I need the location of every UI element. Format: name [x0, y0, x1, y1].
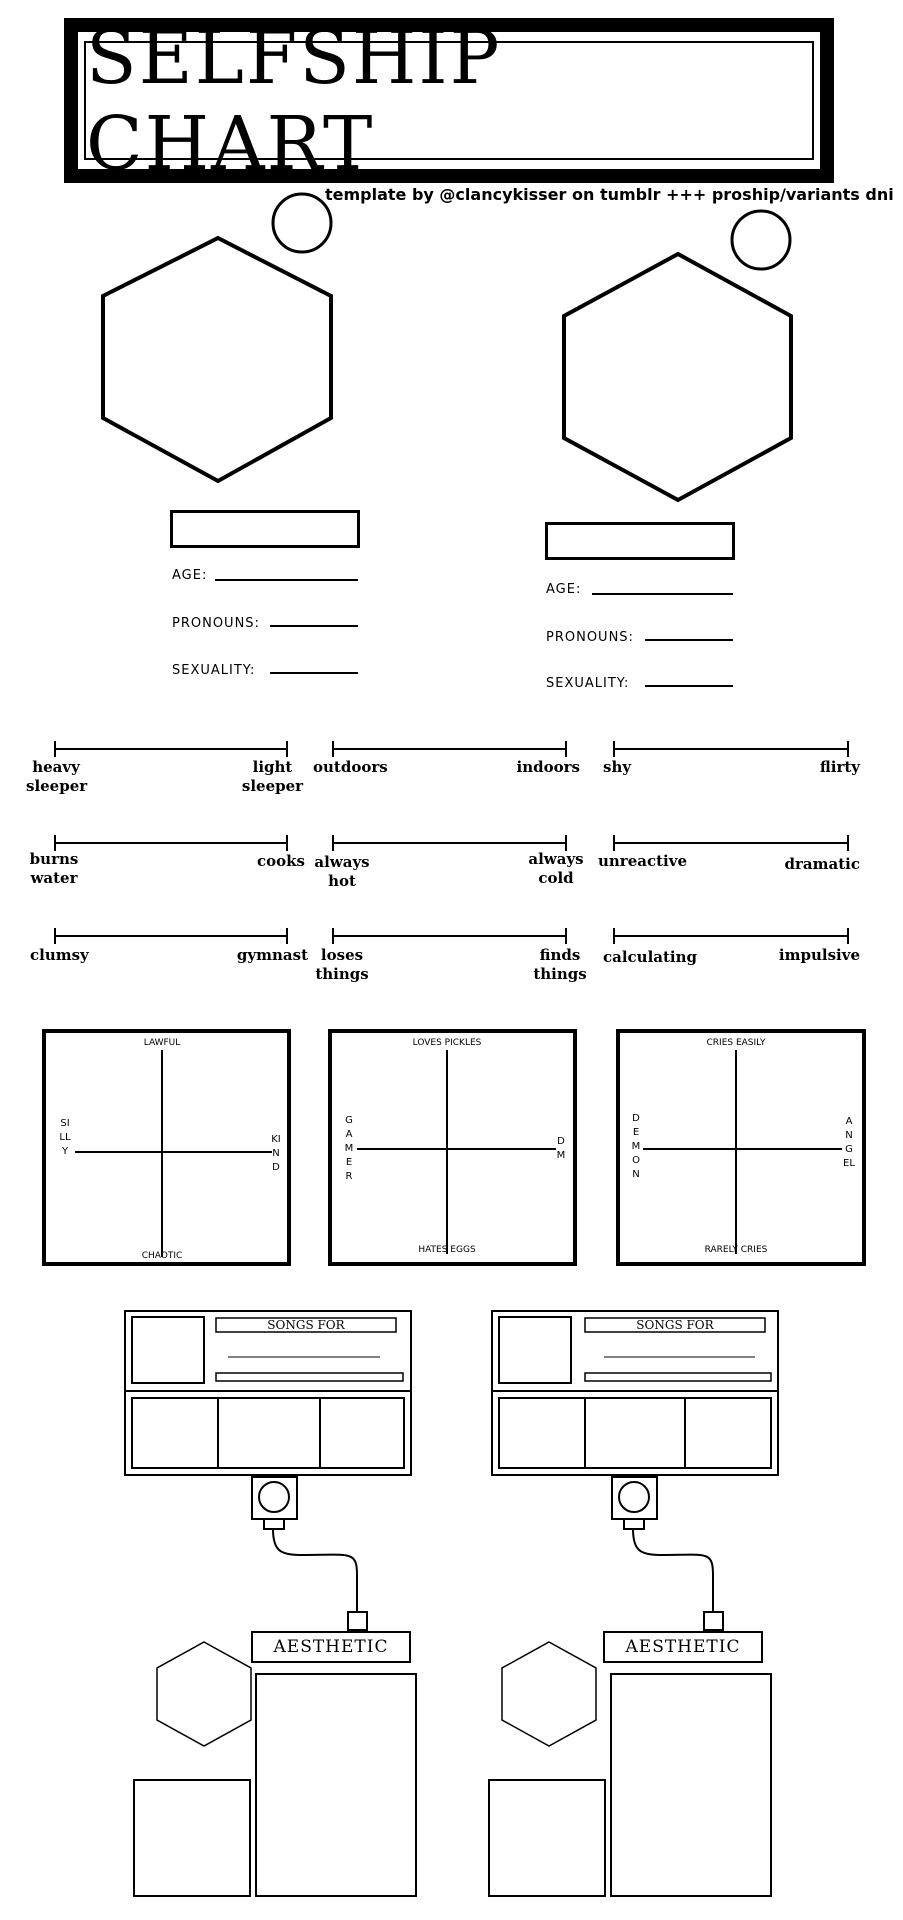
scale-right-label: indoors — [516, 758, 580, 776]
scale-left-label: calculating — [603, 948, 698, 966]
left-name-box[interactable] — [170, 510, 360, 548]
alignment-right-label: ANGEL — [843, 1116, 855, 1169]
left-icon-circle — [271, 192, 333, 254]
alignment-left-label: DEMON — [631, 1113, 641, 1180]
page-title: SELFSHIP CHART — [86, 14, 502, 187]
alignment-right-label: DM — [556, 1136, 566, 1161]
scale-right-label: finds things — [533, 946, 587, 983]
right-pronouns-label: PRONOUNS: — [546, 630, 634, 645]
right-songs-title: SONGS FOR — [636, 1318, 714, 1332]
scale-left-label: clumsy — [30, 946, 89, 964]
scale-left-label: loses things — [315, 946, 369, 983]
right-icon-circle — [730, 209, 792, 271]
scale-left-label: unreactive — [598, 852, 687, 870]
left-pronouns-label: PRONOUNS: — [172, 616, 260, 631]
alignment-right-label: KIND — [271, 1134, 281, 1173]
scale-right-label: light sleeper — [241, 758, 304, 795]
title-box: SELFSHIP CHART — [84, 15, 814, 187]
alignment-left-label: GAMER — [344, 1115, 354, 1182]
alignment-top-label: LAWFUL — [143, 1038, 181, 1048]
scale-left-label: heavy sleeper — [26, 758, 88, 795]
scale-left-label: always hot — [314, 853, 370, 890]
scale-left-label: burns water — [29, 850, 79, 887]
right-age-label: AGE: — [546, 582, 582, 597]
alignment-top-label: LOVES PICKLES — [412, 1038, 482, 1048]
scale-right-label: impulsive — [778, 946, 860, 964]
scale-right-label: cooks — [257, 852, 305, 870]
alignment-bottom-label: RARELY CRIES — [704, 1245, 768, 1255]
right-portrait-hexagon — [562, 251, 793, 503]
left-aesthetic-label: AESTHETIC — [273, 1637, 389, 1657]
scale-right-label: dramatic — [784, 855, 860, 873]
alignment-top-label: CRIES EASILY — [706, 1038, 766, 1048]
left-portrait-hexagon — [101, 235, 333, 484]
alignment-bottom-label: HATES EGGS — [418, 1245, 476, 1255]
scale-left-label: shy — [603, 758, 632, 776]
left-age-label: AGE: — [172, 568, 208, 583]
alignment-left-label: SILLY — [59, 1118, 71, 1157]
scale-right-label: flirty — [819, 758, 860, 776]
scale-right-label: always cold — [528, 850, 584, 887]
left-songs-title: SONGS FOR — [267, 1318, 345, 1332]
left-sexuality-label: SEXUALITY: — [172, 663, 256, 678]
credit-text: template by @clancykisser on tumblr +++ … — [325, 185, 894, 204]
alignment-bottom-label: CHAOTIC — [141, 1251, 183, 1261]
right-sexuality-label: SEXUALITY: — [546, 676, 630, 691]
right-name-box[interactable] — [545, 522, 735, 560]
title-frame — [64, 18, 834, 183]
scale-left-label: outdoors — [313, 758, 388, 776]
right-aesthetic-label: AESTHETIC — [625, 1637, 741, 1657]
scale-right-label: gymnast — [236, 946, 308, 964]
